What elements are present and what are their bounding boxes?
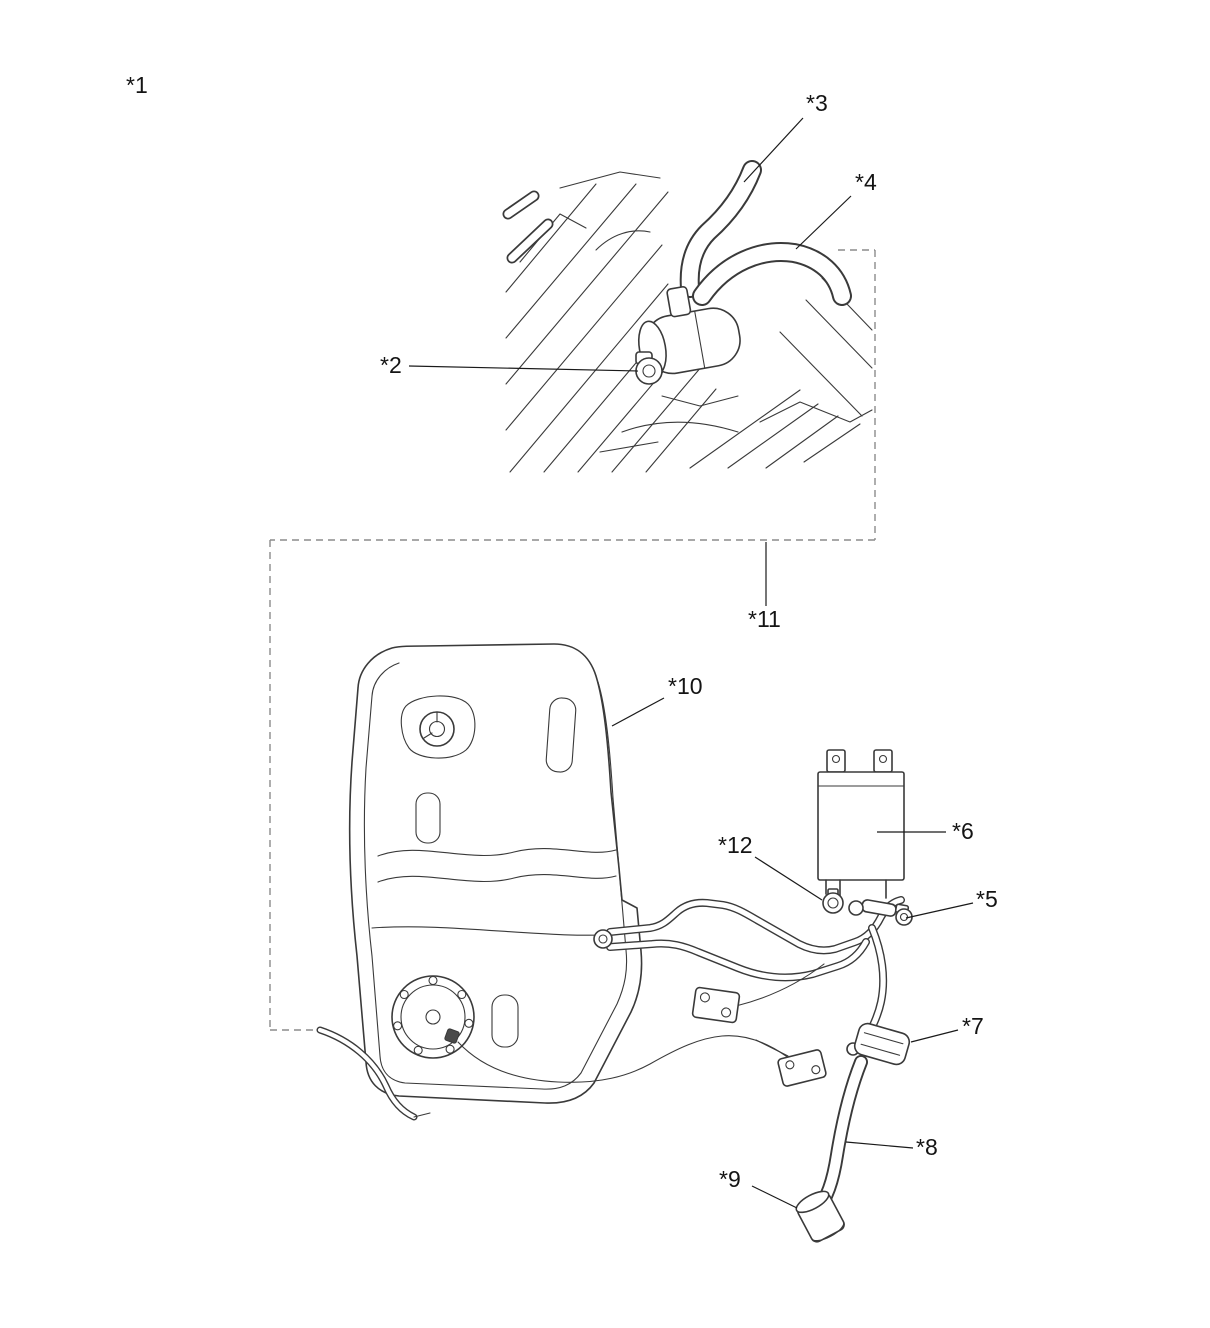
pump-outlet-fitting: [444, 1028, 460, 1044]
tank-fuel-line: [457, 1035, 819, 1083]
fuel-tank-outline: [348, 643, 643, 1104]
valve-bracket: [661, 395, 739, 407]
junction-bracket: [755, 1039, 827, 1087]
leader-line-9: [751, 1185, 798, 1209]
tank-contour-wave-1: [377, 848, 617, 857]
leveling-valve: [846, 1022, 911, 1066]
purge-valve-assembly: [635, 285, 741, 407]
fuel-tank-inner-contour: [363, 662, 628, 1090]
tank-slot-upper: [545, 697, 577, 773]
leader-line-12: [754, 856, 823, 901]
callout-label-11: *11: [748, 606, 781, 632]
leader-line-10: [611, 697, 665, 727]
tank-pipe-connector: [593, 929, 613, 949]
callout-label-2: *2: [380, 352, 402, 378]
valve-port: [635, 357, 663, 385]
tank-slot-lower: [491, 994, 519, 1048]
callout-label-5: *5: [976, 886, 998, 912]
fuel-sender-unit: [400, 695, 476, 759]
purge-valve-inlet: [666, 285, 692, 318]
canister-port: [848, 900, 864, 916]
callout-label-4: *4: [855, 169, 877, 195]
tank-pipe-connector-inner: [598, 934, 608, 944]
leader-line-2: [408, 365, 639, 372]
charcoal-canister: [817, 749, 913, 926]
vent-line: [735, 963, 825, 1007]
leader-line-5: [905, 902, 974, 919]
tank-contour-wave-2: [377, 874, 617, 883]
leader-line-3: [743, 117, 804, 183]
canister-to-valve-pipe: [868, 928, 883, 1035]
tank-strap: [320, 1030, 431, 1117]
callout-label-6: *6: [952, 818, 974, 844]
leader-line-7: [910, 1029, 959, 1043]
vacuum-hose-lower: [702, 252, 842, 296]
canister-body: [817, 771, 905, 881]
callout-label-3: *3: [806, 90, 828, 116]
callout-label-7: *7: [962, 1013, 984, 1039]
dashed-view-boundary: [269, 249, 876, 1031]
callout-label-8: *8: [916, 1134, 938, 1160]
tank-slot-left: [415, 792, 441, 844]
leader-lines: [408, 117, 974, 1209]
canister-check-valve: [894, 903, 913, 926]
engine-compartment-detail: [506, 170, 873, 473]
callout-label-9: *9: [719, 1166, 741, 1192]
fuel-filler-pipe: [816, 1062, 861, 1212]
callout-label-12: *12: [718, 832, 753, 858]
callout-label-10: *10: [668, 673, 703, 699]
leader-line-8: [845, 1141, 914, 1149]
callout-label-1: *1: [126, 72, 148, 98]
pipe-end-cap: [795, 1190, 845, 1243]
leader-line-4: [795, 195, 852, 250]
callout-labels: *1 *2 *3 *4 *5 *6 *7 *8 *9 *10 *11 *12: [126, 72, 998, 1192]
pipe-bracket: [691, 986, 741, 1024]
canister-tab-right: [873, 749, 893, 773]
fuel-pump-access: [391, 975, 475, 1059]
canister-hose-clamp: [822, 888, 844, 914]
canister-tab-left: [826, 749, 846, 773]
valve-port-inner: [642, 364, 656, 378]
fuel-tank: [348, 643, 643, 1104]
